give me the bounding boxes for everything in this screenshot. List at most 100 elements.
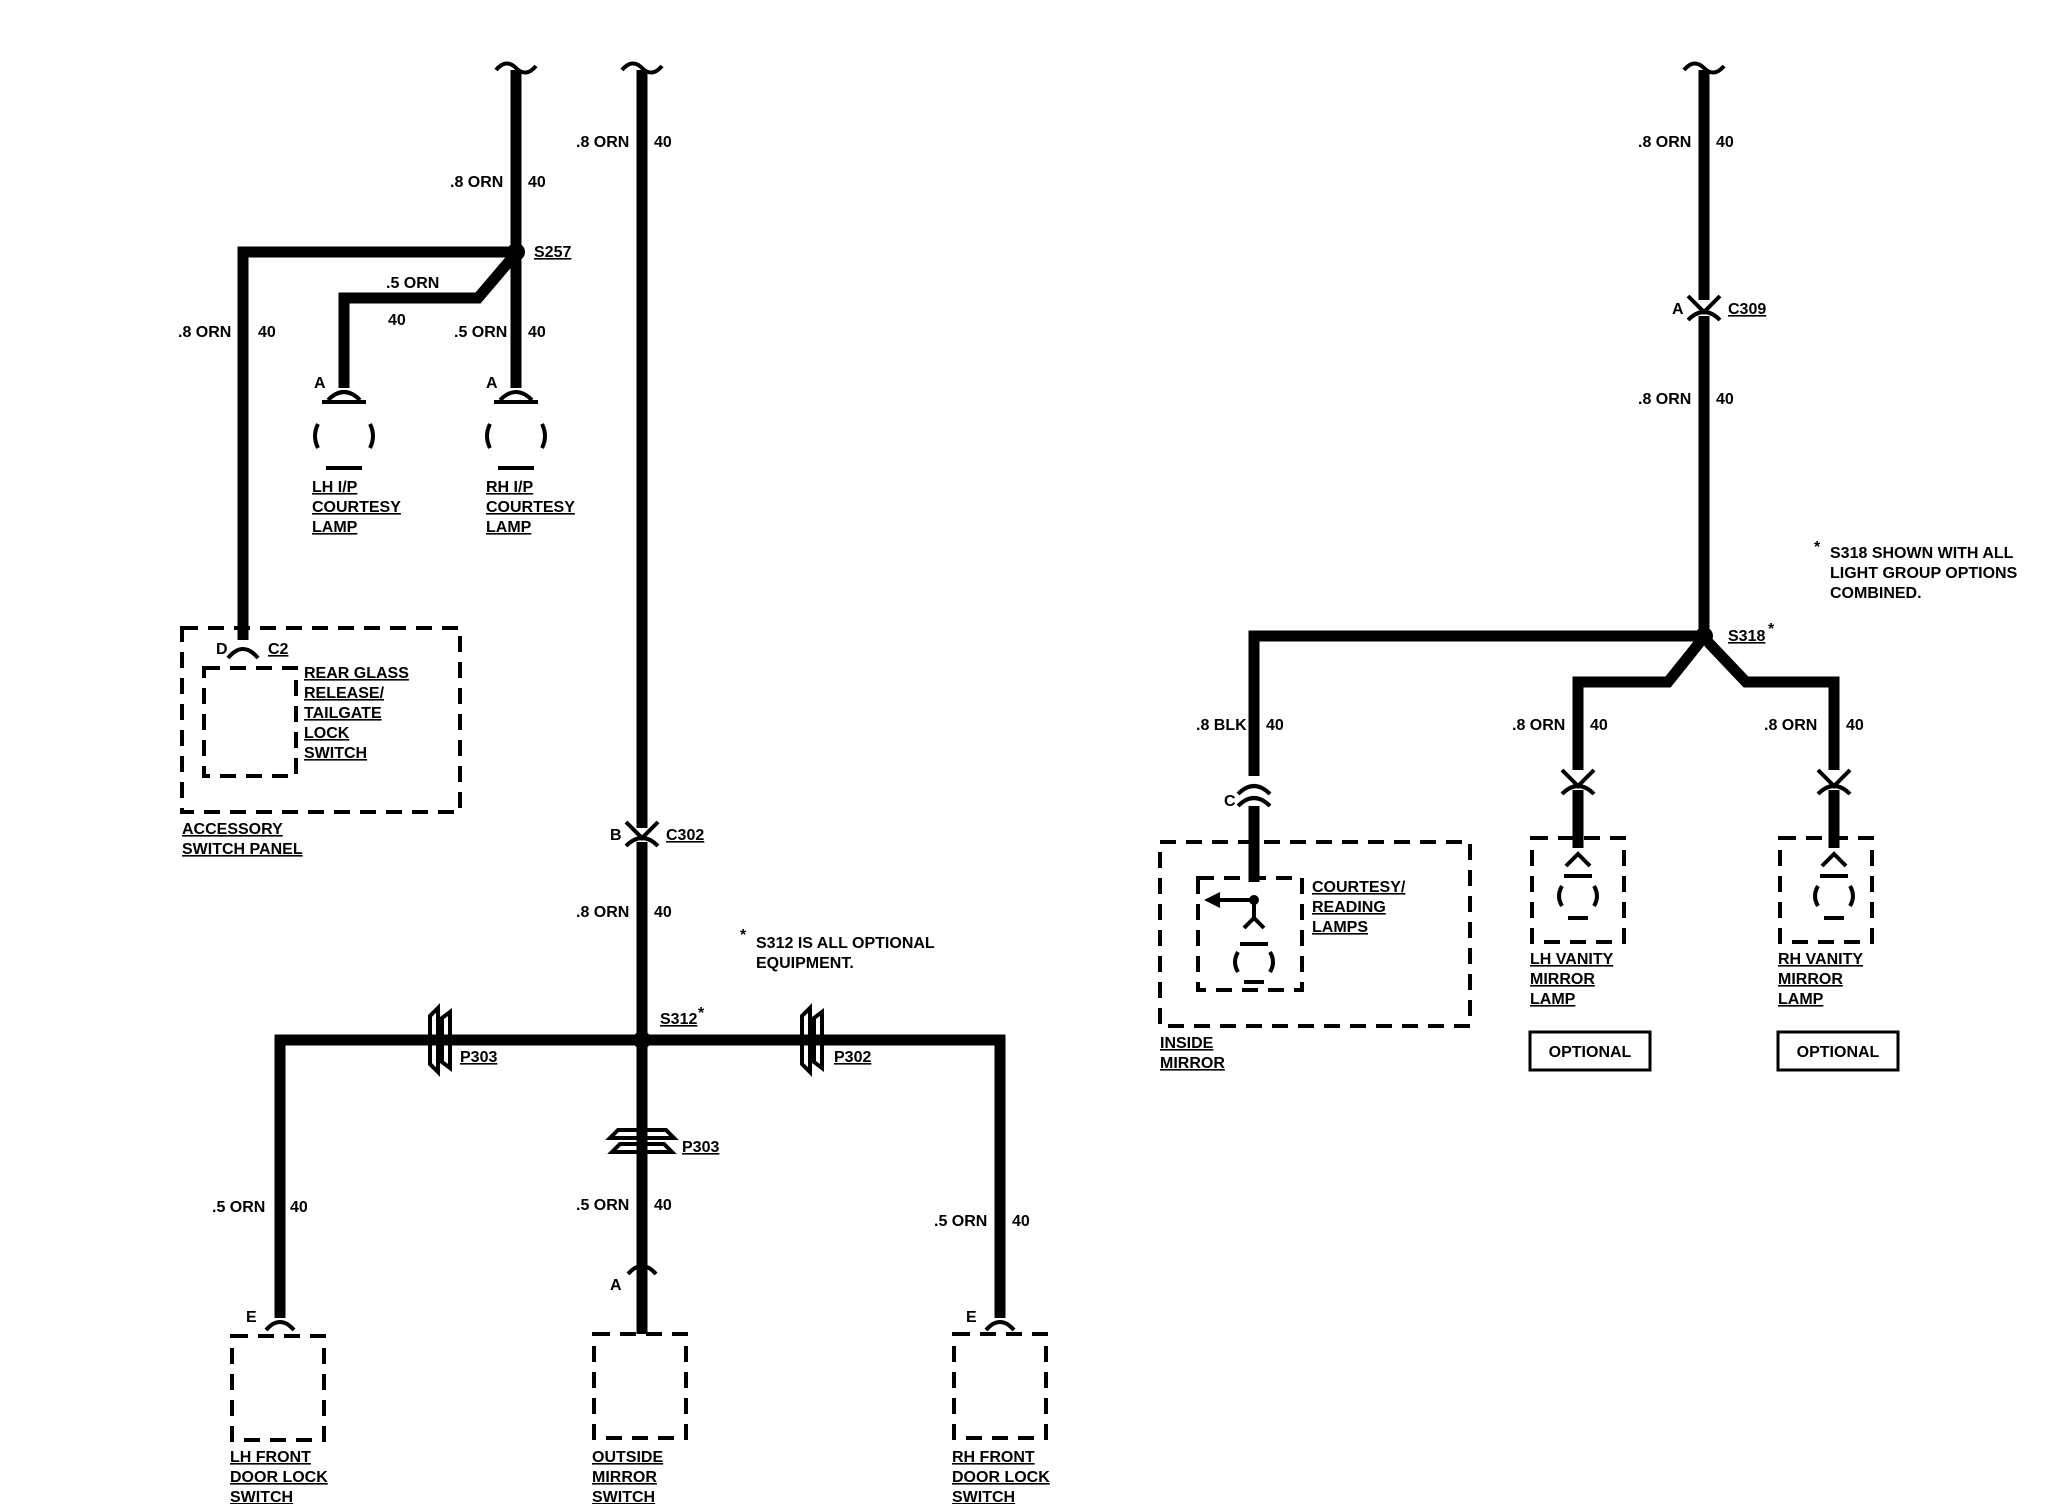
splice-s257-label: S257 xyxy=(534,244,571,261)
lamp-left-arc xyxy=(1557,884,1564,908)
connector-female-symbol xyxy=(1236,784,1272,796)
note-star: * xyxy=(740,927,747,944)
component-label-line: SWITCH xyxy=(952,1489,1015,1504)
pin-label: B xyxy=(610,827,622,844)
component-label-line: DOOR LOCK xyxy=(230,1469,328,1486)
lamp-box xyxy=(1530,836,1626,944)
wire-label-circuit: 40 xyxy=(1716,391,1734,408)
connector-female-symbol xyxy=(1560,784,1596,796)
connector-female-symbol xyxy=(1236,796,1272,808)
connector-label: P303 xyxy=(460,1049,497,1066)
connector-female-symbol xyxy=(498,390,534,402)
splice-note-star: * xyxy=(1768,621,1775,638)
pin-label: A xyxy=(486,375,498,392)
lamp-right-arc xyxy=(368,423,375,449)
switch-box xyxy=(230,1334,326,1442)
wire-label-size: .8 ORN xyxy=(1512,717,1565,734)
inside-mirror-outline xyxy=(1158,840,1472,1028)
wire-label-circuit: 40 xyxy=(528,324,546,341)
inline-connector-symbol xyxy=(800,1003,812,1077)
wire-label-circuit: 40 xyxy=(654,904,672,921)
wire-break-left xyxy=(494,61,538,75)
lamp-left-arc xyxy=(313,423,320,449)
connector-label: C2 xyxy=(268,641,289,658)
wire-s312-rh-door xyxy=(642,1034,1006,1318)
wire-label-size: .8 ORN xyxy=(1638,391,1691,408)
inside-mirror: C COURTESY/ READING LAMPS INSIDE MIRROR xyxy=(1158,784,1472,1072)
wire-label-size: .8 ORN xyxy=(450,174,503,191)
connector-male-symbol xyxy=(1560,768,1596,789)
wire-label-size: .8 ORN xyxy=(178,324,231,341)
component-label-line: SWITCH xyxy=(230,1489,293,1504)
wire-label-circuit: 40 xyxy=(654,134,672,151)
component-label-line: MIRROR xyxy=(1530,971,1595,988)
connector-p303-left: P303 xyxy=(428,1003,497,1077)
s318-circuit: .8 ORN 40 A C309 .8 ORN 40 * S318 SHOWN … xyxy=(1158,61,2018,1072)
note-line: LIGHT GROUP OPTIONS xyxy=(1830,565,2018,582)
splice-s312-label: S312 xyxy=(660,1011,697,1028)
optional-label: OPTIONAL xyxy=(1549,1044,1632,1061)
inline-connector-symbol xyxy=(428,1003,440,1077)
lamp-box xyxy=(1778,836,1874,944)
wire-label-circuit: 40 xyxy=(1590,717,1608,734)
courtesy-reading-lamps-box xyxy=(1196,876,1304,992)
accessory-switch-panel: D C2 REAR GLASS RELEASE/ TAILGATE LOCK S… xyxy=(180,626,462,858)
connector-p302: P302 xyxy=(800,1003,871,1077)
wire-label-size: .8 ORN xyxy=(1764,717,1817,734)
component-label-line: RH FRONT xyxy=(952,1449,1035,1466)
rear-glass-switch-box xyxy=(202,666,298,778)
connector-c302: B C302 xyxy=(610,820,704,848)
splice-note-star: * xyxy=(698,1005,705,1022)
wire-s312-lh-door xyxy=(274,1034,642,1318)
inline-connector-symbol xyxy=(607,1142,677,1154)
lamp-right-arc xyxy=(1848,884,1855,908)
lamp-left-arc xyxy=(1813,884,1820,908)
component-label-line: READING xyxy=(1312,899,1386,916)
wire-label-circuit: 40 xyxy=(1716,134,1734,151)
connector-label: P302 xyxy=(834,1049,871,1066)
component-label-line: ACCESSORY xyxy=(182,821,283,838)
pin-label: D xyxy=(216,641,228,658)
wire-label-circuit: 40 xyxy=(528,174,546,191)
component-label-line: RH I/P xyxy=(486,479,533,496)
optional-badge xyxy=(1776,1030,1900,1072)
component-label-line: RELEASE/ xyxy=(304,685,385,702)
component-label-line: SWITCH xyxy=(304,745,367,762)
arrow-left-icon xyxy=(1204,892,1220,908)
lamp-lead-symbol xyxy=(1242,900,1266,930)
lamp-left-arc xyxy=(1233,950,1240,974)
component-label-line: MIRROR xyxy=(592,1469,657,1486)
component-label-line: INSIDE xyxy=(1160,1035,1214,1052)
connector-female-symbol xyxy=(984,1320,1016,1332)
wire-label-circuit: 40 xyxy=(388,312,406,329)
splice-s318-label: S318 xyxy=(1728,628,1765,645)
component-label-line: RH VANITY xyxy=(1778,951,1863,968)
component-label-line: COURTESY xyxy=(312,499,401,516)
s312-circuit: .8 ORN 40 B C302 .8 ORN 40 S312 * * S312… xyxy=(212,61,1050,1504)
lh-front-door-lock-switch: E LH FRONT DOOR LOCK SWITCH xyxy=(230,1309,328,1504)
connector-label: P303 xyxy=(682,1139,719,1156)
switch-box xyxy=(592,1332,688,1440)
pin-label: A xyxy=(1672,301,1684,318)
component-label-line: LH FRONT xyxy=(230,1449,311,1466)
connector-male-symbol xyxy=(1816,768,1852,789)
switch-box xyxy=(952,1332,1048,1440)
connector-c309: A C309 xyxy=(1672,294,1766,322)
component-label-line: LAMP xyxy=(312,519,358,536)
wire-label-circuit: 40 xyxy=(654,1197,672,1214)
wire-label-circuit: 40 xyxy=(1012,1213,1030,1230)
inline-connector-symbol xyxy=(812,1008,824,1072)
component-label-line: LOCK xyxy=(304,725,350,742)
lamp-right-arc xyxy=(1592,884,1599,908)
component-label-line: OUTSIDE xyxy=(592,1449,663,1466)
wire-label-circuit: 40 xyxy=(1846,717,1864,734)
lamp-lead-symbol xyxy=(1820,851,1848,868)
wire-label-size: .5 ORN xyxy=(212,1199,265,1216)
optional-badge xyxy=(1528,1030,1652,1072)
lamp-lead-symbol xyxy=(1564,851,1592,868)
lh-vanity-mirror-lamp: LH VANITY MIRROR LAMP OPTIONAL xyxy=(1528,768,1652,1072)
optional-label: OPTIONAL xyxy=(1797,1044,1880,1061)
rh-ip-courtesy-lamp: A RH I/P COURTESY LAMP xyxy=(485,375,575,536)
wire-label-size: .5 ORN xyxy=(454,324,507,341)
